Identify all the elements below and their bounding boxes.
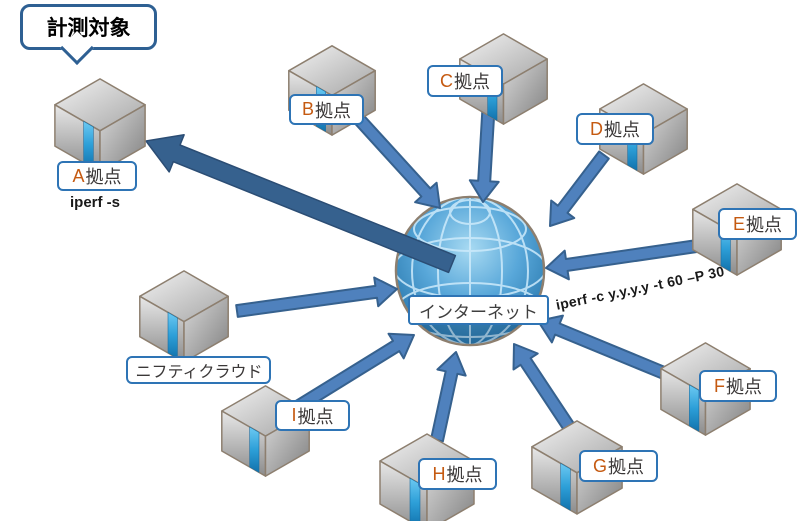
node-f-suffix: 拠点: [726, 377, 762, 397]
node-h-letter: H: [432, 463, 446, 484]
node-d-letter: D: [590, 118, 603, 139]
server-cube-a: [54, 78, 146, 173]
arrow-b-to-internet: [352, 113, 441, 209]
cube-face: [99, 104, 146, 173]
cube-face: [409, 477, 421, 521]
node-e-letter: E: [732, 213, 745, 234]
server-cube-nifty-cloud: [139, 270, 229, 363]
arrow-internet-to-a: [145, 134, 457, 274]
callout-text: 計測対象: [46, 17, 131, 40]
cube-face: [689, 384, 700, 432]
node-label-nifty-cloud: ニフティクラウド: [126, 356, 271, 384]
arrow-nifty-cloud-to-internet: [235, 276, 398, 318]
node-c-letter: C: [440, 70, 453, 91]
node-i-suffix: 拠点: [297, 406, 334, 427]
cube-face: [642, 108, 688, 175]
arrow-i-to-internet: [294, 332, 415, 413]
node-g-suffix: 拠点: [608, 457, 644, 477]
node-c-suffix: 拠点: [454, 72, 490, 92]
node-f-letter: F: [714, 375, 725, 396]
arrow-f-to-internet: [537, 314, 668, 380]
node-g-letter: G: [592, 455, 607, 476]
internet-label: インターネット: [408, 295, 549, 325]
cube-face: [183, 295, 229, 363]
cube-face: [560, 463, 571, 511]
globe-shadow: [404, 318, 536, 344]
arrow-h-to-internet: [430, 351, 467, 443]
node-i-letter: I: [291, 405, 297, 425]
callout-measurement-target: 計測対象: [20, 4, 157, 65]
node-b-suffix: 拠点: [315, 100, 351, 121]
arrow-d-to-internet: [549, 150, 610, 227]
arrow-g-to-internet: [512, 343, 577, 435]
cube-face: [249, 426, 260, 473]
cube-face: [167, 312, 178, 359]
node-nifty-suffix: ニフティクラウド: [135, 364, 263, 381]
cube-face: [502, 58, 548, 125]
node-a-suffix: 拠点: [85, 167, 122, 187]
internet-globe: [394, 195, 546, 347]
node-e-suffix: 拠点: [746, 215, 782, 235]
arrow-e-to-internet: [545, 239, 699, 281]
iperf-server-command: iperf -s: [70, 194, 121, 211]
node-d-suffix: 拠点: [604, 120, 640, 140]
server-cube-i: [221, 385, 310, 477]
node-a-letter: A: [72, 165, 85, 186]
node-b-letter: B: [301, 99, 314, 119]
node-h-suffix: 拠点: [446, 465, 483, 485]
arrows-layer: [145, 98, 699, 443]
